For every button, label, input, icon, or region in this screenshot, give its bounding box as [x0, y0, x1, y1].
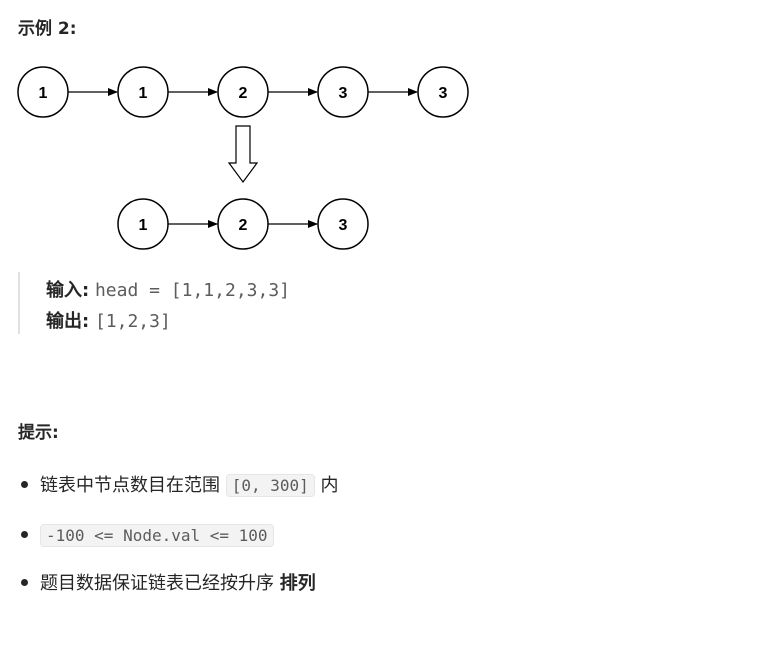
list-item: 题目数据保证链表已经按升序 排列 — [18, 569, 316, 599]
list-node: 1 — [17, 66, 69, 118]
list-node: 3 — [317, 198, 369, 250]
bullet-icon — [21, 530, 28, 538]
list-item: 链表中节点数目在范围 [0, 300] 内 — [18, 471, 339, 501]
example-io-block: 输入: head = [1,1,2,3,3] 输出: [1,2,3] — [18, 272, 420, 334]
node-value: 3 — [439, 85, 448, 102]
list-node: 2 — [217, 66, 269, 118]
down-arrow-icon — [227, 125, 259, 184]
list-node: 2 — [217, 198, 269, 250]
node-value: 1 — [139, 217, 148, 234]
hint-text: 题目数据保证链表已经按升序 — [40, 573, 280, 594]
node-value: 3 — [339, 85, 348, 102]
output-line: 输出: [1,2,3] — [46, 307, 171, 333]
input-value: head = [1,1,2,3,3] — [94, 280, 291, 301]
node-value: 2 — [239, 85, 248, 102]
list-node: 1 — [117, 198, 169, 250]
hints-heading: 提示: — [18, 423, 59, 443]
linked-list-diagram: 1 1 2 3 3 1 2 3 — [17, 66, 469, 250]
output-label: 输出: — [46, 311, 90, 332]
list-item: -100 <= Node.val <= 100 — [18, 521, 274, 551]
output-value: [1,2,3] — [94, 311, 171, 332]
hint-strong-text: 排列 — [279, 573, 316, 594]
node-value: 2 — [239, 217, 248, 234]
input-line: 输入: head = [1,1,2,3,3] — [46, 276, 290, 302]
list-node: 3 — [317, 66, 369, 118]
bullet-icon — [21, 578, 28, 586]
node-value: 1 — [139, 85, 148, 102]
input-label: 输入: — [46, 280, 90, 301]
inline-code: -100 <= Node.val <= 100 — [40, 524, 274, 547]
node-value: 1 — [39, 85, 48, 102]
hint-text: 链表中节点数目在范围 — [40, 475, 226, 496]
bullet-icon — [21, 480, 28, 488]
list-node: 3 — [417, 66, 469, 118]
node-value: 3 — [339, 217, 348, 234]
inline-code: [0, 300] — [225, 474, 315, 497]
list-node: 1 — [117, 66, 169, 118]
example-heading: 示例 2: — [18, 19, 77, 39]
hint-text: 内 — [314, 475, 339, 496]
